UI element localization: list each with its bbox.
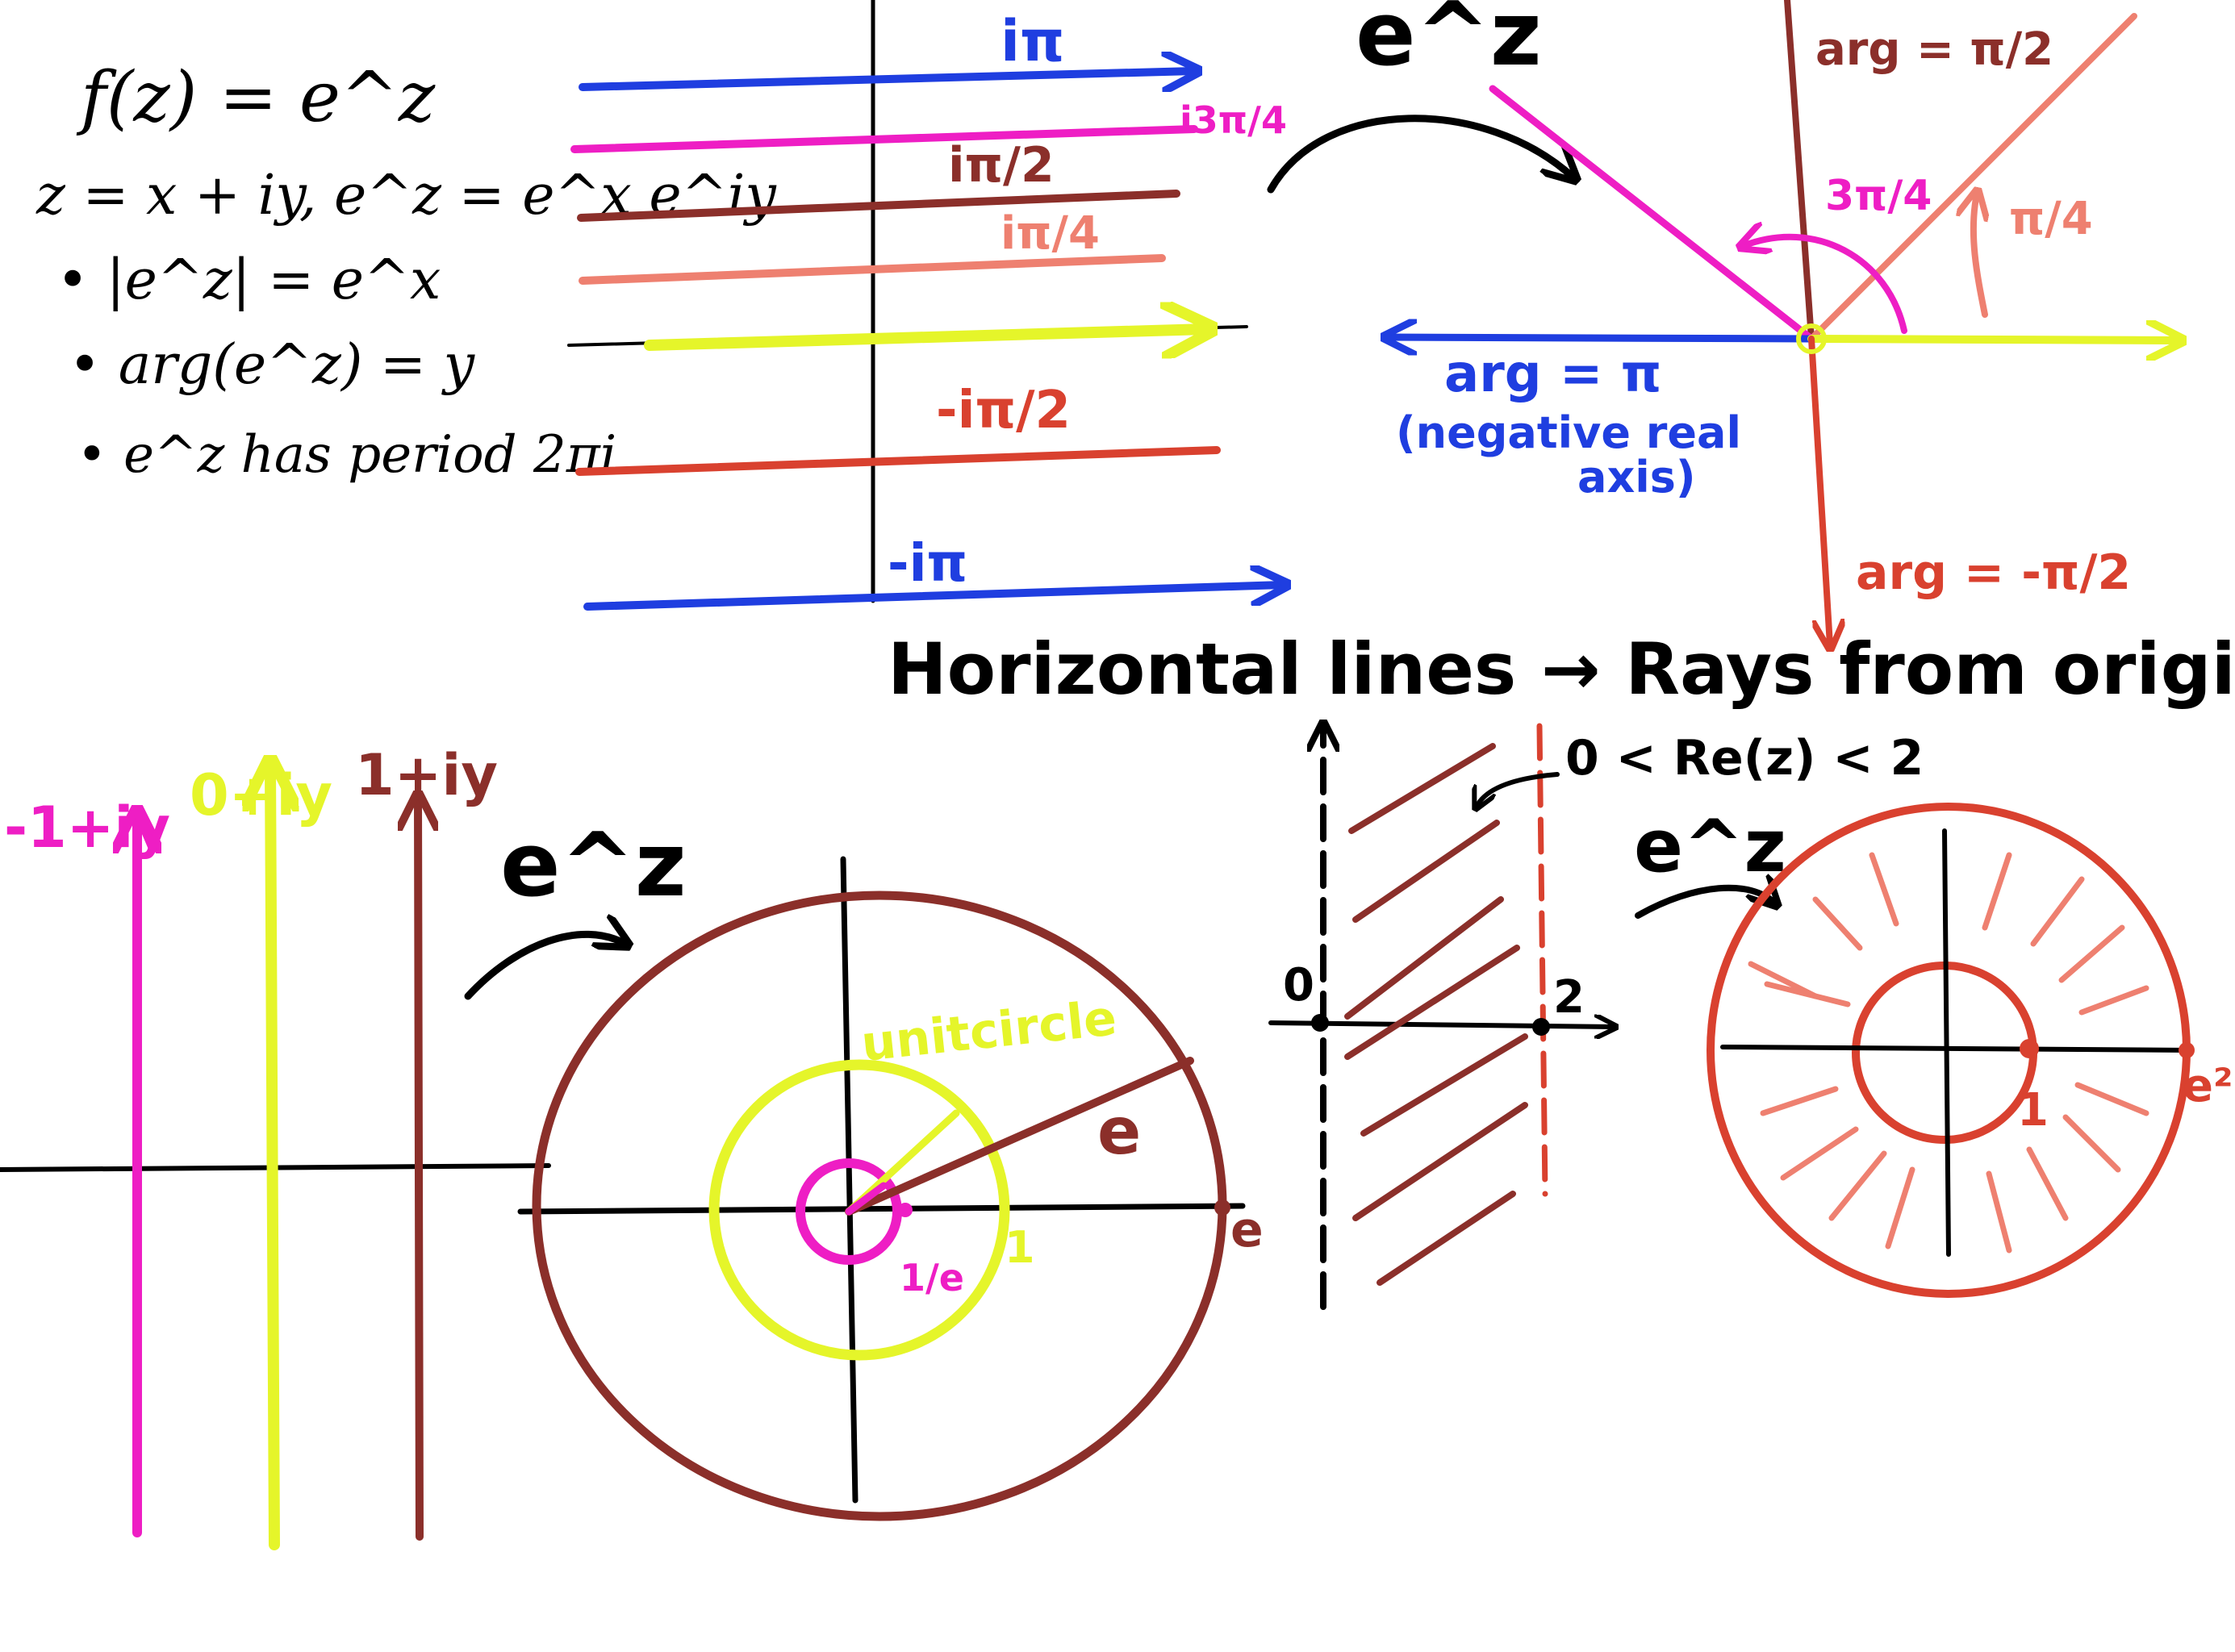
notes-line-1: f(z) = e^z xyxy=(76,57,436,138)
line-neg-i-pi xyxy=(583,585,1283,611)
label-pi-4: π/4 xyxy=(2009,193,2093,245)
ray-arg-pi xyxy=(1388,337,1815,339)
point-zero xyxy=(1311,1014,1329,1032)
notes-block: f(z) = e^z z = x + iy, e^z = e^x e^iy • … xyxy=(36,57,777,485)
label-zero: 0 xyxy=(1283,959,1314,1012)
angle-arc-3pi-4 xyxy=(1743,237,1907,334)
label-axis-one: 1 xyxy=(1005,1222,1035,1273)
label-two: 2 xyxy=(1553,971,1585,1024)
ray-arg-3pi-4 xyxy=(1489,85,1815,343)
radius-e xyxy=(845,1057,1194,1216)
horizontal-lines-plane: iπ i3π/4 iπ/2 iπ/4 -iπ/2 -iπ xyxy=(567,0,1287,611)
line-neg-i-pi-2 xyxy=(575,446,1221,476)
line-pos-one xyxy=(418,799,420,1541)
notes-bullet-2: • arg(e^z) = y xyxy=(69,333,476,397)
label-neg-i-pi: -iπ xyxy=(888,534,967,594)
label-e-squared: e² xyxy=(2183,1060,2233,1112)
curved-arrow xyxy=(1267,115,1573,194)
imaginary-axis-annulus xyxy=(1942,828,1951,1257)
label-neg-one-iy: -1+iy xyxy=(4,795,170,861)
ray-arg-pi-4 xyxy=(1808,13,2137,342)
angle-arc-pi-4 xyxy=(1974,194,1985,318)
vertical-lines-plane: -1+iy 0+iy 1+iy xyxy=(0,742,551,1550)
line-i-3pi-4 xyxy=(570,125,1198,153)
label-zero-iy: 0+iy xyxy=(190,762,332,828)
map-label-top: e^z xyxy=(1356,0,1542,86)
real-axis-annulus xyxy=(1720,1045,2193,1053)
label-one-iy: 1+iy xyxy=(355,742,498,808)
notes-bullet-1: • |e^z| = e^x xyxy=(56,248,441,312)
annulus-shading xyxy=(1748,852,2149,1254)
label-axis-e: e xyxy=(1230,1202,1264,1258)
label-radius-e: e xyxy=(1097,1094,1141,1169)
label-negative-real-1: (negative real xyxy=(1396,407,1741,458)
notes-bullet-3: • e^z has period 2πi xyxy=(77,425,616,485)
label-arg-pi-2: arg = π/2 xyxy=(1815,23,2053,76)
unit-circle xyxy=(708,1059,1010,1361)
map-label-annulus: e^z xyxy=(1634,804,1786,889)
circle-radius-one-over-e xyxy=(796,1158,902,1265)
label-unit-circle: unitcircle xyxy=(858,990,1119,1073)
boundary-re-two xyxy=(1536,723,1548,1197)
line-real xyxy=(644,329,1206,345)
circles-plane: unitcircle e e 1 1/e xyxy=(517,856,1264,1521)
strip-plane: 0 < Re(z) < 2 0 2 xyxy=(1268,723,1924,1310)
map-arrow-annulus: e^z xyxy=(1634,804,1786,919)
origin-marker xyxy=(1796,323,1827,354)
label-3pi-4: 3π/4 xyxy=(1825,172,1932,220)
line-i-pi-4 xyxy=(579,254,1166,285)
map-label-circles: e^z xyxy=(500,813,687,916)
label-one-over-e: 1/e xyxy=(900,1256,964,1299)
point-one-annulus xyxy=(2020,1039,2039,1058)
heading: Horizontal lines → Rays from origin xyxy=(888,628,2235,711)
point-e-squared xyxy=(2179,1042,2195,1058)
point-one-over-e xyxy=(898,1203,913,1217)
ray-arg-0 xyxy=(1807,339,2179,340)
line-zero xyxy=(270,766,274,1550)
label-negative-real-2: axis) xyxy=(1577,452,1696,503)
annulus-plane: 1 e² xyxy=(1707,803,2233,1298)
curved-arrow-circles xyxy=(464,934,625,1000)
imaginary-axis-circles xyxy=(840,856,858,1504)
label-i-pi-4: iπ/4 xyxy=(1001,207,1100,260)
ray-arg-neg-pi-2 xyxy=(1808,336,1830,645)
label-arg-pi: arg = π xyxy=(1444,344,1661,404)
line-i-pi xyxy=(579,71,1194,87)
line-i-pi-2 xyxy=(577,190,1180,222)
real-axis-circles xyxy=(517,1203,1246,1215)
label-one-annulus: 1 xyxy=(2017,1084,2049,1137)
map-arrow-top: e^z xyxy=(1267,0,1573,194)
label-i-3pi-4: i3π/4 xyxy=(1180,98,1287,142)
label-neg-i-pi-2: -iπ/2 xyxy=(936,381,1071,440)
map-arrow-circles: e^z xyxy=(464,813,687,1000)
label-i-pi: iπ xyxy=(1001,8,1064,74)
region-pointer xyxy=(1477,772,1560,807)
point-two xyxy=(1532,1018,1550,1036)
point-e xyxy=(1214,1199,1230,1216)
ray-arg-pi-2 xyxy=(1784,0,1815,342)
label-i-pi-2: iπ/2 xyxy=(948,137,1055,194)
label-region: 0 < Re(z) < 2 xyxy=(1565,730,1924,786)
strip-hatching xyxy=(1344,743,1528,1286)
radius-one-over-e xyxy=(845,1182,888,1216)
rays-plane: arg = π/2 3π/4 π/4 arg = π (negative rea… xyxy=(1388,0,2179,645)
label-arg-neg-pi-2: arg = -π/2 xyxy=(1856,544,2131,601)
